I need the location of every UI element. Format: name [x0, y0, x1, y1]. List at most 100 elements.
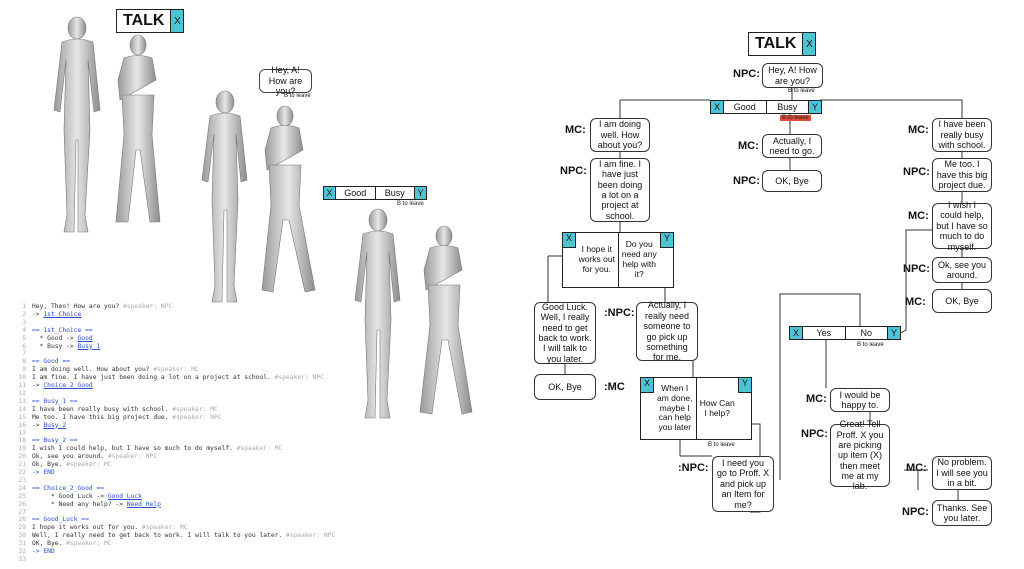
line-number: 5 — [22, 334, 26, 342]
choice-good-button[interactable]: Good — [344, 188, 367, 198]
line-number: 16 — [18, 421, 26, 429]
tree-talk-button[interactable]: TALK X — [748, 32, 817, 56]
speaker-tag: #speaker: MC — [66, 540, 112, 548]
figure-back-1 — [53, 16, 101, 233]
tree-y-key-icon[interactable]: Y — [808, 101, 821, 113]
code-line: 27 — [12, 509, 372, 517]
yes-mc-speaker: MC: — [806, 393, 827, 405]
knot-link[interactable]: Good — [77, 334, 93, 342]
luck-mc-speaker: :MC — [604, 381, 625, 393]
choice-leave-hint: B to leave — [397, 201, 424, 207]
line-number: 28 — [18, 516, 26, 524]
line-number: 14 — [18, 405, 26, 413]
choice2-x-key-icon[interactable]: X — [563, 233, 576, 248]
line-number: 25 — [18, 492, 26, 500]
choice4-y-key-icon[interactable]: Y — [887, 327, 900, 339]
code-line: 15 Me too. I have this big project due. #… — [12, 414, 372, 422]
choice4-x-key-icon[interactable]: X — [790, 327, 803, 339]
busy-mc2-speaker: MC: — [908, 210, 929, 222]
knot-link[interactable]: Busy_1 — [77, 342, 101, 350]
good-mc-speaker: MC: — [565, 124, 586, 136]
line-number: 12 — [18, 389, 26, 397]
code-line: 18== Busy_2 == — [12, 437, 372, 445]
talk-button[interactable]: TALK X — [116, 9, 185, 33]
code-text: * Good Luck -> — [32, 492, 108, 500]
figure-back-3 — [354, 208, 401, 419]
code-text: Well, I really need to get back to work.… — [32, 532, 287, 540]
knot-link[interactable]: Busy_2 — [43, 421, 67, 429]
code-line: 3 — [12, 319, 372, 327]
code-text: I have been really busy with school. — [32, 405, 173, 413]
figure-front-1 — [115, 34, 161, 223]
later-npc-speaker: :NPC: — [678, 462, 709, 474]
x-key-icon[interactable]: X — [324, 187, 336, 199]
tree-talk-label: TALK — [755, 35, 797, 52]
choice4-yes-option[interactable]: Yes — [816, 328, 832, 338]
line-number: 10 — [18, 374, 26, 382]
tree-busy-option[interactable]: Busy — [765, 101, 809, 113]
root-text: Hey, A! How are you? — [768, 65, 817, 86]
code-line: 26 * Need any help? -> Need_Help — [12, 501, 372, 509]
tree-choice-4: X Yes No Y — [789, 326, 901, 340]
figure-back-2 — [201, 90, 248, 303]
figure-front-3 — [419, 225, 473, 415]
choice-busy-button[interactable]: Busy — [374, 187, 415, 199]
choice2-need-help-option[interactable]: Do you need any help with it? — [617, 233, 661, 287]
code-text: OK, Bye. — [32, 540, 67, 548]
line-number: 24 — [18, 484, 26, 492]
code-line: 33 — [12, 556, 372, 564]
end-npc-speaker: NPC: — [902, 506, 929, 518]
leave-hint: B to leave — [284, 93, 311, 99]
speaker-tag: #speaker: NPC — [172, 413, 222, 421]
yes-mc-node: I would be happy to. — [830, 388, 890, 412]
knot-link[interactable]: Choice_2_Good — [43, 382, 93, 390]
tree-good-option[interactable]: Good — [733, 102, 756, 112]
choice3-y-key-icon[interactable]: Y — [738, 378, 751, 393]
good-npc-node: I am fine. I have just been doing a lot … — [590, 158, 650, 222]
code-text: * Busy -> — [32, 342, 78, 350]
line-number: 21 — [18, 461, 26, 469]
speaker-tag: #speaker: NPC — [107, 453, 158, 461]
line-number: 20 — [18, 453, 26, 461]
root-npc-node: Hey, A! How are you? — [762, 63, 823, 88]
knot-link[interactable]: Need_Help — [126, 500, 161, 508]
line-number: 13 — [18, 397, 26, 405]
line-number: 19 — [18, 445, 26, 453]
tree-x-key-icon[interactable]: X — [711, 101, 724, 113]
choice4-no-option[interactable]: No — [844, 327, 888, 339]
knot-link[interactable]: 1st_Choice — [43, 310, 82, 318]
speaker-tag: #speaker: MC — [153, 366, 199, 374]
code-text: -> — [32, 310, 44, 318]
leave-mc-node: Actually, I need to go. — [762, 134, 822, 158]
code-text: -> END — [32, 548, 55, 556]
code-text: Me too. I have this big project due. — [32, 413, 173, 421]
busy-mc-speaker: MC: — [908, 124, 929, 136]
tree-choice-3: X When I am done, maybe I can help you l… — [640, 377, 752, 440]
line-number: 30 — [18, 532, 26, 540]
end-mc-speaker: MC: — [906, 462, 927, 474]
code-text: == Busy_1 == — [32, 397, 78, 405]
speaker-tag: #speaker: MC — [66, 461, 112, 469]
code-line: 6 * Busy -> Busy_1 — [12, 343, 372, 351]
knot-link[interactable]: Good_Luck — [107, 492, 142, 500]
speaker-tag: #speaker: MC — [172, 405, 218, 413]
choice2-good-luck-option[interactable]: I hope it works out for you. — [578, 244, 615, 274]
choice2-y-key-icon[interactable]: Y — [660, 233, 673, 248]
line-number: 11 — [18, 382, 26, 390]
code-text: Hey, Theo! How are you? — [32, 303, 123, 310]
choice3-how-help-option[interactable]: How Can I help? — [695, 378, 739, 439]
choice3-later-option[interactable]: When I am done, maybe I can help you lat… — [657, 383, 693, 433]
choice3-x-key-icon[interactable]: X — [641, 378, 654, 393]
tree-close-icon[interactable]: X — [802, 33, 816, 55]
good-mc-node: I am doing well. How about you? — [590, 118, 650, 152]
y-key-icon[interactable]: Y — [414, 187, 426, 199]
close-icon[interactable]: X — [170, 10, 184, 32]
line-number: 15 — [18, 413, 26, 421]
line-number: 6 — [22, 342, 26, 350]
leave-mc-speaker: MC: — [738, 140, 759, 152]
